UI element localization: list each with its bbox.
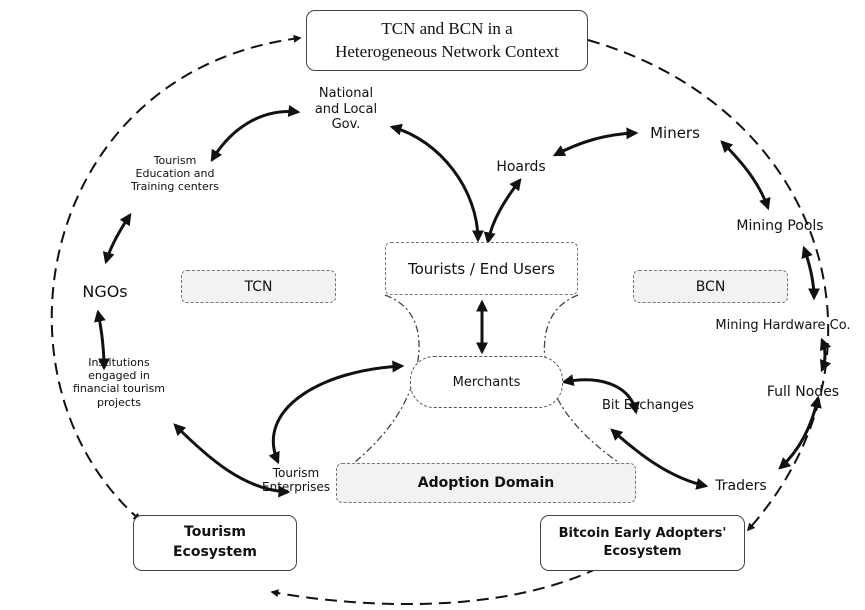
hoards-label: Hoards [496,159,546,175]
arrow-enterprises-merchants [268,360,405,465]
arrow-miners-pools [720,140,771,211]
arrow-gov-education [210,105,301,163]
mining-hardware-label: Mining Hardware Co. [715,318,851,333]
arrow-merchants-exchanges [561,374,640,415]
arrow-pools-hardware [801,245,820,301]
national-gov-label: National and Local Gov. [314,86,378,133]
merchants-box: Merchants [410,356,563,408]
arrow-gov-tourists [389,123,484,243]
bcn-box: BCN [633,270,788,303]
tourists-end-users-box: Tourists / End Users [385,242,578,295]
bit-exchanges-label: Bit Exchanges [601,398,695,413]
arrow-hoards-tourists [483,178,522,245]
adoption-domain-box: Adoption Domain [336,463,636,503]
tourism-education-label: Tourism Education and Training centers [130,154,220,194]
bitcoin-ecosystem-box: Bitcoin Early Adopters' Ecosystem [540,515,745,571]
arrow-ngos-institutions [93,309,110,371]
arrow-exchanges-traders [610,428,709,490]
tourism-enterprises-label: Tourism Enterprises [262,466,330,495]
traders-label: Traders [715,478,767,494]
arrow-institutions-enterprises [173,423,291,498]
ngos-label: NGOs [82,282,128,301]
mining-pools-label: Mining Pools [736,218,824,234]
ecosystem-loop-left [50,34,302,522]
tourism-ecosystem-box: Tourism Ecosystem [133,515,297,571]
miners-label: Miners [650,124,700,142]
arrow-hoards-miners [552,127,639,157]
adoption-domain-right-curve [543,294,631,471]
tcn-box: TCN [181,270,336,303]
title-line-2: Heterogeneous Network Context [335,41,559,61]
title-line-1: TCN and BCN in a [381,19,513,39]
institutions-label: Institutions engaged in financial touris… [72,356,166,409]
adoption-domain-left-curve [344,294,420,471]
arrow-education-ngos [102,213,132,265]
arrow-fullnodes-traders [778,395,822,470]
full-nodes-label: Full Nodes [766,384,840,400]
ecosystem-loop-bottom [270,567,599,606]
arrow-hardware-fullnodes [819,337,832,373]
title-box: TCN and BCN in a Heterogeneous Network C… [306,10,588,71]
